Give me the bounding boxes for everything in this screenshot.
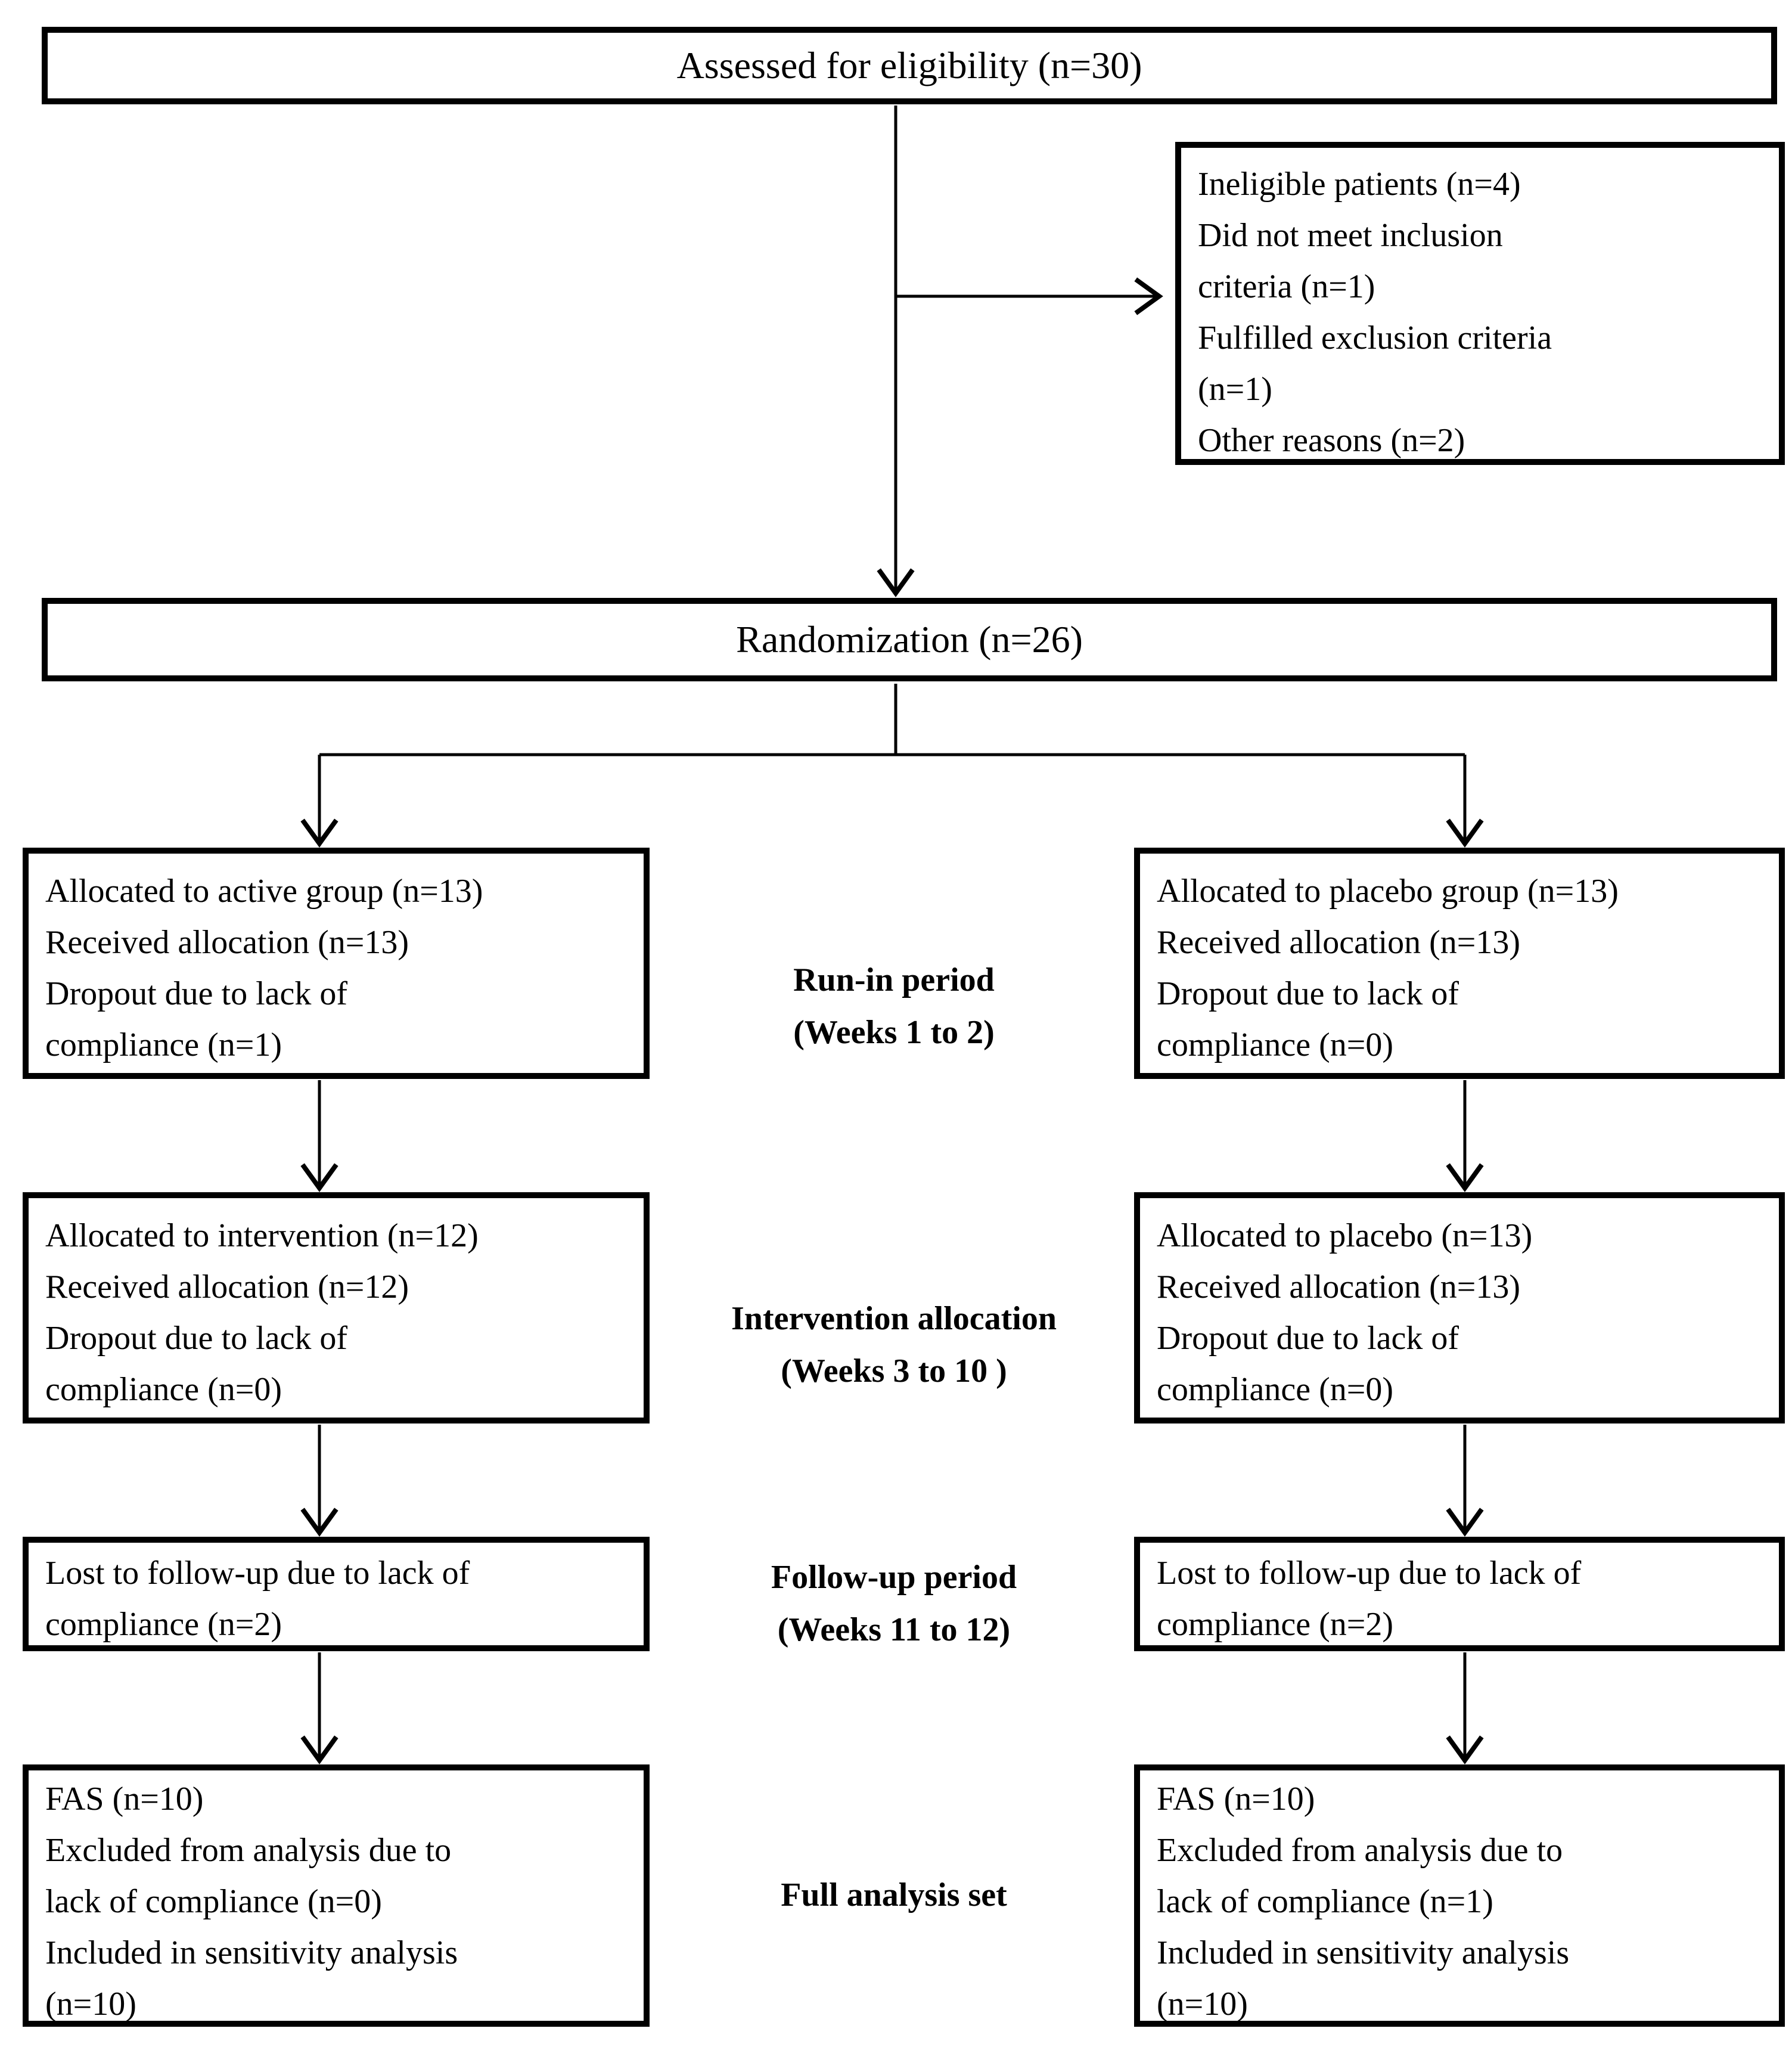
text-line: Fulfilled exclusion criteria	[1198, 320, 1552, 356]
text-line: Included in sensitivity analysis	[1157, 1934, 1570, 1971]
arrowhead-down-icon	[300, 1508, 338, 1537]
followup-active-box: Lost to follow-up due to lack of complian…	[23, 1537, 650, 1651]
randomization-text: Randomization (n=26)	[736, 618, 1083, 660]
text-line: Ineligible patients (n=4)	[1198, 166, 1521, 203]
text-line: (n=1)	[1198, 371, 1272, 408]
text-line: Lost to follow-up due to lack of	[1157, 1555, 1582, 1592]
followup-placebo-text: Lost to follow-up due to lack of complian…	[1140, 1543, 1779, 1650]
stage-label-runin: Run-in period (Weeks 1 to 2)	[626, 954, 1162, 1059]
stage-title: Follow-up period	[771, 1559, 1017, 1596]
eligibility-box: Assessed for eligibility (n=30)	[42, 27, 1777, 104]
fas-active-box: FAS (n=10) Excluded from analysis due to l…	[23, 1764, 650, 2027]
text-line: Dropout due to lack of	[45, 1320, 347, 1357]
stage-title: Intervention allocation	[731, 1300, 1057, 1337]
text-line: Lost to follow-up due to lack of	[45, 1555, 470, 1592]
fas-active-text: FAS (n=10) Excluded from analysis due to l…	[29, 1770, 644, 2030]
fas-placebo-text: FAS (n=10) Excluded from analysis due to l…	[1140, 1770, 1779, 2030]
fas-placebo-box: FAS (n=10) Excluded from analysis due to l…	[1134, 1764, 1785, 2027]
exclusion-text: Ineligible patients (n=4) Did not meet in…	[1181, 148, 1779, 466]
arrowhead-down-icon	[877, 568, 915, 597]
text-line: (n=10)	[45, 1986, 136, 2023]
text-line: compliance (n=2)	[45, 1606, 282, 1643]
runin-placebo-box: Allocated to placebo group (n=13) Receive…	[1134, 848, 1785, 1079]
stage-subtitle: (Weeks 11 to 12)	[777, 1611, 1011, 1648]
stage-label-followup: Follow-up period (Weeks 11 to 12)	[626, 1551, 1162, 1656]
stage-subtitle: (Weeks 1 to 2)	[793, 1014, 995, 1051]
text-line: compliance (n=1)	[45, 1026, 282, 1063]
text-line: Allocated to placebo (n=13)	[1157, 1217, 1533, 1254]
text-line: Allocated to intervention (n=12)	[45, 1217, 479, 1254]
runin-placebo-text: Allocated to placebo group (n=13) Receive…	[1140, 854, 1779, 1071]
text-line: Dropout due to lack of	[1157, 1320, 1459, 1357]
text-line: Other reasons (n=2)	[1198, 422, 1465, 459]
intervention-placebo-text: Allocated to placebo (n=13) Received allo…	[1140, 1198, 1779, 1415]
runin-active-text: Allocated to active group (n=13) Received…	[29, 854, 644, 1071]
intervention-active-text: Allocated to intervention (n=12) Received…	[29, 1198, 644, 1415]
runin-active-box: Allocated to active group (n=13) Received…	[23, 848, 650, 1079]
stage-title: Run-in period	[793, 962, 995, 998]
text-line: criteria (n=1)	[1198, 268, 1375, 305]
followup-active-text: Lost to follow-up due to lack of complian…	[29, 1543, 644, 1650]
text-line: Received allocation (n=13)	[1157, 1269, 1521, 1305]
text-line: Received allocation (n=12)	[45, 1269, 409, 1305]
text-line: Received allocation (n=13)	[45, 924, 409, 961]
arrowhead-down-icon	[300, 818, 338, 848]
text-line: Allocated to active group (n=13)	[45, 873, 483, 910]
stage-subtitle: (Weeks 3 to 10 )	[781, 1353, 1007, 1390]
arrowhead-down-icon	[300, 1735, 338, 1764]
stage-label-fas: Full analysis set	[626, 1869, 1162, 1921]
arrowhead-down-icon	[1446, 818, 1484, 848]
text-line: Excluded from analysis due to	[1157, 1832, 1563, 1869]
arrowhead-down-icon	[300, 1163, 338, 1192]
text-line: Included in sensitivity analysis	[45, 1934, 458, 1971]
intervention-placebo-box: Allocated to placebo (n=13) Received allo…	[1134, 1192, 1785, 1423]
randomization-box: Randomization (n=26)	[42, 598, 1777, 681]
text-line: lack of compliance (n=0)	[45, 1883, 382, 1920]
text-line: Received allocation (n=13)	[1157, 924, 1521, 961]
arrowhead-down-icon	[1446, 1508, 1484, 1537]
text-line: FAS (n=10)	[1157, 1781, 1315, 1818]
eligibility-text: Assessed for eligibility (n=30)	[676, 44, 1142, 86]
arrowhead-right-icon	[1134, 277, 1163, 315]
text-line: Did not meet inclusion	[1198, 217, 1503, 254]
text-line: compliance (n=2)	[1157, 1606, 1393, 1643]
text-line: lack of compliance (n=1)	[1157, 1883, 1493, 1920]
text-line: (n=10)	[1157, 1986, 1248, 2023]
intervention-active-box: Allocated to intervention (n=12) Received…	[23, 1192, 650, 1423]
text-line: Dropout due to lack of	[1157, 975, 1459, 1012]
text-line: FAS (n=10)	[45, 1781, 204, 1818]
text-line: compliance (n=0)	[45, 1371, 282, 1408]
text-line: Allocated to placebo group (n=13)	[1157, 873, 1619, 910]
followup-placebo-box: Lost to follow-up due to lack of complian…	[1134, 1537, 1785, 1651]
text-line: Dropout due to lack of	[45, 975, 347, 1012]
exclusion-box: Ineligible patients (n=4) Did not meet in…	[1175, 142, 1785, 465]
text-line: compliance (n=0)	[1157, 1026, 1393, 1063]
text-line: Excluded from analysis due to	[45, 1832, 452, 1869]
stage-label-intervention: Intervention allocation (Weeks 3 to 10 )	[626, 1292, 1162, 1397]
text-line: compliance (n=0)	[1157, 1371, 1393, 1408]
arrowhead-down-icon	[1446, 1735, 1484, 1764]
stage-title: Full analysis set	[781, 1877, 1007, 1913]
arrowhead-down-icon	[1446, 1163, 1484, 1192]
